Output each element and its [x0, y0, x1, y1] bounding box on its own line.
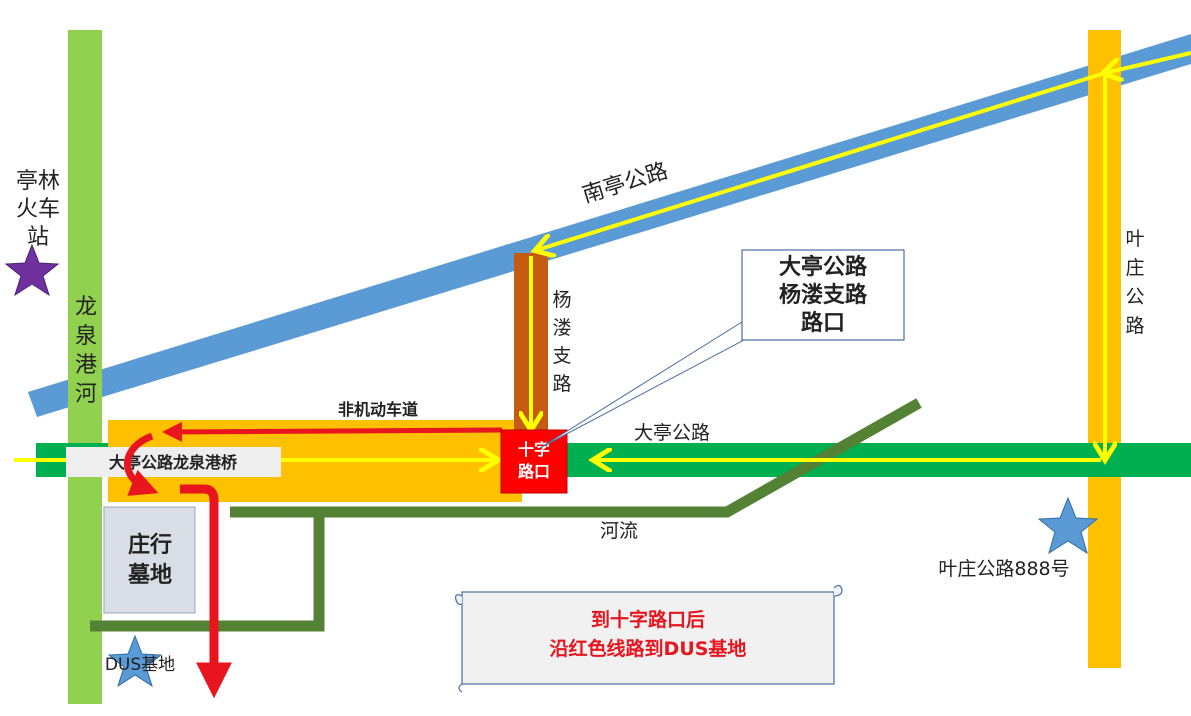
- callout-box: [741, 249, 905, 341]
- yezhuang-label-1: 叶: [1125, 228, 1144, 250]
- river-longquan-label-3: 港: [75, 353, 97, 378]
- river-longquan-label-4: 河: [75, 382, 97, 407]
- river-label: 河流: [600, 520, 638, 542]
- note-scroll: 到十字路口后 沿红色线路到DUS基地: [455, 584, 843, 693]
- yanglou-label-2: 溇: [552, 317, 571, 339]
- crossroad-marker: [500, 429, 568, 494]
- note-line-2: 沿红色线路到DUS基地: [550, 637, 747, 660]
- address-label: 叶庄公路888号: [938, 558, 1069, 580]
- longquan-river: [68, 30, 102, 704]
- cemetery-box: [103, 506, 196, 614]
- crossroad-label-1: 十字: [518, 440, 550, 459]
- address-star-icon: [1037, 496, 1099, 555]
- station-label-3: 站: [27, 225, 49, 250]
- bridge-label: 大亭公路龙泉港桥: [109, 453, 238, 472]
- red-route-bike-lane: [162, 421, 503, 442]
- cemetery-label-2: 墓地: [127, 563, 172, 588]
- crossroad-label-2: 路口: [518, 462, 550, 481]
- callout-line-3: 路口: [801, 310, 845, 336]
- river-longquan-label-1: 龙: [75, 295, 97, 320]
- station-label-1: 亭林: [16, 169, 60, 194]
- dus-base-label: DUS基地: [105, 655, 175, 675]
- dating-road-label: 大亭公路: [634, 422, 710, 444]
- bike-lane-label: 非机动车道: [338, 400, 418, 419]
- cemetery-label-1: 庄行: [128, 532, 172, 558]
- yellow-route-nanting: [1105, 51, 1191, 73]
- yellow-route-nanting-main: [537, 71, 1106, 250]
- bridge-box: [66, 447, 281, 477]
- river-line: [230, 398, 922, 518]
- yanglou-label-3: 支: [552, 345, 571, 367]
- red-route-u-turn: [124, 432, 159, 496]
- station-star-icon: [4, 243, 60, 297]
- yezhuang-label-4: 路: [1125, 315, 1144, 337]
- station-label-2: 火车: [16, 197, 60, 222]
- yezhuang-label-2: 庄: [1125, 257, 1144, 279]
- callout-line-1: 大亭公路: [779, 254, 868, 280]
- yanglou-label-4: 路: [552, 373, 571, 395]
- river-longquan-label-2: 泉: [75, 324, 97, 349]
- yezhuang-label-3: 公: [1125, 286, 1144, 308]
- callout-line-2: 杨溇支路: [779, 282, 868, 308]
- dus-base-star-icon: [107, 634, 163, 688]
- note-line-1: 到十字路口后: [591, 608, 705, 631]
- red-route-south: [180, 484, 232, 699]
- river-branch: [90, 512, 325, 632]
- yanglou-label-1: 杨: [552, 289, 571, 311]
